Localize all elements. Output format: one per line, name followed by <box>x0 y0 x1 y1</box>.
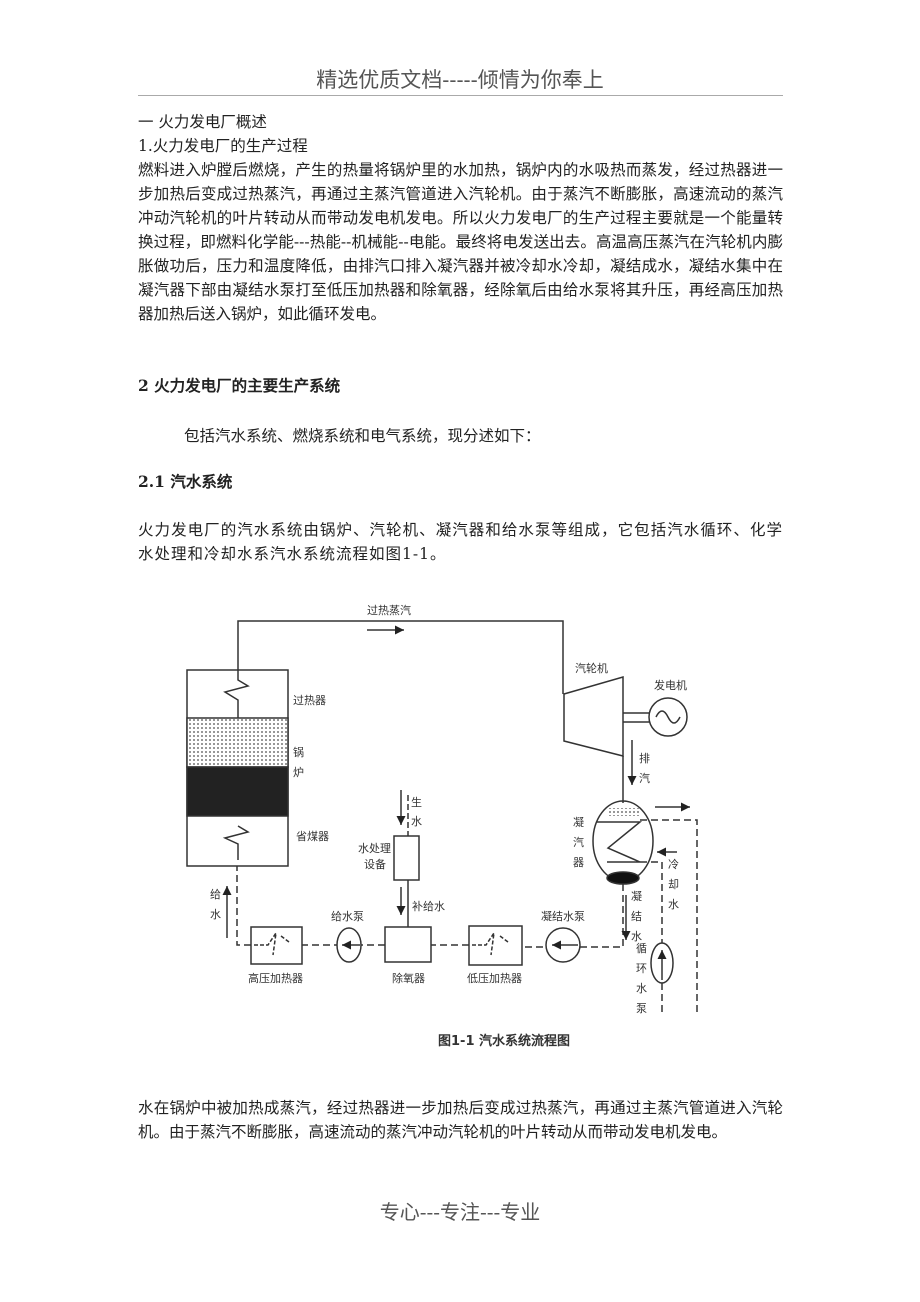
label-raw-water: 水 <box>411 815 422 828</box>
label-raw-water: 生 <box>411 795 422 809</box>
deaerator <box>384 926 432 963</box>
subsection-title: 2.1 汽水系统 <box>138 470 783 494</box>
paragraph-text: 火力发电厂的汽水系统由锅炉、汽轮机、凝汽器和给水泵等组成，它包括汽水循环、化学水… <box>138 521 783 563</box>
label-exhaust: 汽 <box>639 771 650 785</box>
page-header: 精选优质文档-----倾情为你奉上 <box>316 68 604 92</box>
cooling-water-outlet <box>640 819 698 1013</box>
paragraph: 火力发电厂的汽水系统由锅炉、汽轮机、凝汽器和给水泵等组成，它包括汽水循环、化学水… <box>138 518 783 566</box>
paragraph-text: 水在锅炉中被加热成蒸汽，经过热器进一步加热后变成过热蒸汽，再通过主蒸汽管道进入汽… <box>138 1099 783 1141</box>
generator <box>648 697 688 737</box>
label-feed-pump: 给水泵 <box>331 910 364 923</box>
label-boiler: 锅 <box>293 746 304 759</box>
label-boiler: 炉 <box>293 766 304 779</box>
label-circulating-pump: 泵 <box>636 1002 647 1015</box>
section-1: 一 火力发电厂概述 1.火力发电厂的生产过程 燃料进入炉膛后燃烧，产生的热量将锅… <box>138 110 783 326</box>
main-steam-pipe <box>223 620 564 718</box>
paragraph: 水在锅炉中被加热成蒸汽，经过热器进一步加热后变成过热蒸汽，再通过主蒸汽管道进入汽… <box>138 1096 783 1144</box>
label-lp-heater: 低压加热器 <box>467 972 522 985</box>
label-condensate: 水 <box>631 930 642 943</box>
header-divider <box>138 95 783 96</box>
label-cooling-water: 冷 <box>668 858 679 871</box>
label-superheated-steam: 过热蒸汽 <box>367 603 411 617</box>
section-intro: 包括汽水系统、燃烧系统和电气系统，现分述如下： <box>184 427 541 445</box>
label-circulating-pump: 水 <box>636 982 647 995</box>
label-circulating-pump: 环 <box>636 962 647 975</box>
paragraph: 燃料进入炉膛后燃烧，产生的热量将锅炉里的水加热，锅炉内的水吸热而蒸发，经过热器进… <box>138 161 783 323</box>
section-2: 2 火力发电厂的主要生产系统 <box>138 374 783 398</box>
subsection-title-text: 2.1 汽水系统 <box>138 472 233 491</box>
subsection-title: 1.火力发电厂的生产过程 <box>138 137 308 155</box>
label-generator: 发电机 <box>654 678 687 692</box>
label-condensate: 结 <box>631 910 642 923</box>
label-condenser: 器 <box>573 856 584 869</box>
water-treatment-equipment <box>393 835 420 881</box>
label-deaerator: 除氧器 <box>392 971 425 985</box>
label-condenser: 凝 <box>573 815 584 829</box>
label-feed-water: 给 <box>210 888 221 901</box>
figure-caption: 图1-1 汽水系统流程图 <box>438 1033 570 1049</box>
label-water-treatment: 设备 <box>364 857 386 871</box>
section-title: 2 火力发电厂的主要生产系统 <box>138 376 341 395</box>
label-cooling-water: 水 <box>668 898 679 911</box>
label-water-treatment: 水处理 <box>358 842 391 855</box>
label-cooling-water: 却 <box>668 878 679 891</box>
steam-water-flow-diagram: 过热蒸汽 汽轮机 发电机 过热器 锅 炉 省煤器 排 汽 凝 汽 器 生 水 水… <box>186 603 698 1049</box>
turbine <box>563 676 624 757</box>
generator-ac-icon <box>655 710 681 724</box>
label-condenser: 汽 <box>573 835 584 849</box>
label-condensate-pump: 凝结水泵 <box>541 909 585 923</box>
economizer-coil <box>222 825 250 860</box>
boiler-combustion <box>186 766 289 817</box>
feed-water-pipe <box>236 866 251 946</box>
label-circulating-pump: 循 <box>636 942 647 955</box>
label-exhaust: 排 <box>639 751 650 765</box>
boiler-furnace <box>186 717 289 768</box>
label-turbine: 汽轮机 <box>575 661 608 675</box>
label-makeup-water: 补给水 <box>412 900 445 913</box>
condenser-coil <box>597 821 643 863</box>
hp-heater <box>250 926 303 965</box>
section-title: 一 火力发电厂概述 <box>138 113 267 131</box>
label-superheater: 过热器 <box>293 694 326 707</box>
page-footer: 专心---专注---专业 <box>379 1200 541 1224</box>
label-feed-water: 水 <box>210 908 221 921</box>
label-condensate: 凝 <box>631 889 642 903</box>
label-hp-heater: 高压加热器 <box>248 971 303 985</box>
label-economizer: 省煤器 <box>296 830 329 843</box>
lp-heater <box>468 925 523 966</box>
